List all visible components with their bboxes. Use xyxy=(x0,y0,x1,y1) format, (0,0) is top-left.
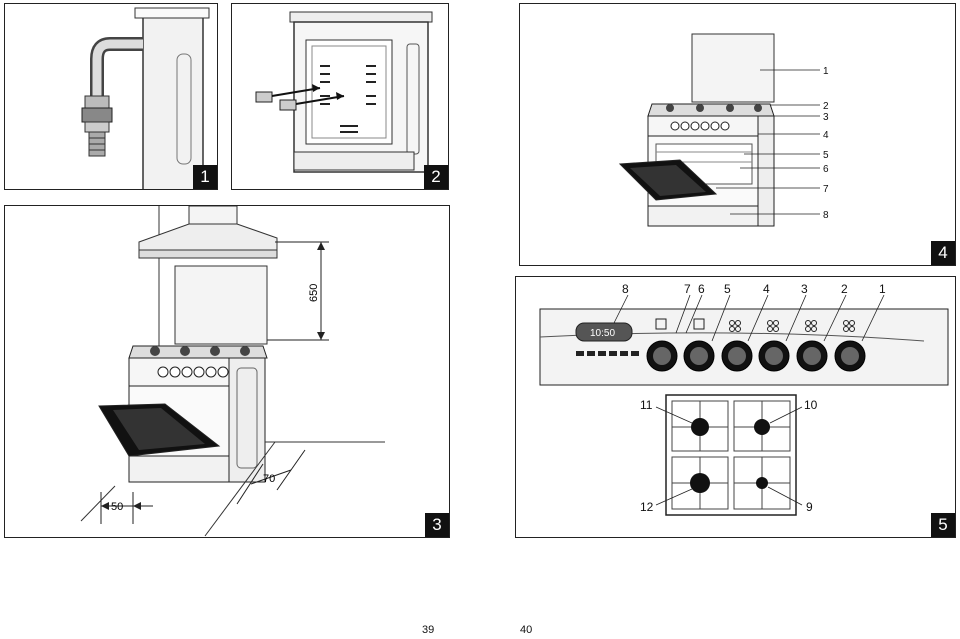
callout-8: 8 xyxy=(823,210,829,221)
figure-2: 2 xyxy=(231,3,449,190)
figure-2-number: 2 xyxy=(424,165,448,189)
page-number-left: 39 xyxy=(422,624,435,636)
burner-callout-9: 9 xyxy=(806,500,813,514)
oven-cavity-installation-illustration xyxy=(255,11,433,173)
callout-5: 5 xyxy=(823,150,829,161)
panel-callout-5: 5 xyxy=(724,282,731,296)
callout-3: 3 xyxy=(823,112,829,123)
dimension-side-label: 50 xyxy=(111,501,123,513)
figure-4-number: 4 xyxy=(931,241,955,265)
figure-5: 10:50 xyxy=(515,276,956,538)
cooker-parts-overview-illustration: 1 2 3 4 5 6 7 8 xyxy=(618,33,829,227)
page-number-right: 40 xyxy=(520,624,533,636)
burner-callout-11: 11 xyxy=(640,398,653,412)
dimension-height-label: 650 xyxy=(308,284,320,302)
dimension-back-label: 70 xyxy=(263,473,275,485)
installation-clearances-illustration: 650 70 50 xyxy=(80,206,385,537)
panel-callout-1: 1 xyxy=(879,282,886,296)
panel-callout-2: 2 xyxy=(841,282,848,296)
callout-6: 6 xyxy=(823,164,829,175)
figure-3: 650 70 50 3 xyxy=(4,205,450,538)
burner-callout-10: 10 xyxy=(804,398,818,412)
gas-pipe-connection-illustration xyxy=(81,7,210,189)
panel-callout-3: 3 xyxy=(801,282,808,296)
figure-5-number: 5 xyxy=(931,513,955,537)
figure-1-number: 1 xyxy=(193,165,217,189)
figure-3-number: 3 xyxy=(425,513,449,537)
panel-callout-8: 8 xyxy=(622,282,629,296)
burner-callout-12: 12 xyxy=(640,500,654,514)
timer-display-text: 10:50 xyxy=(590,328,615,339)
figure-1: 1 xyxy=(4,3,218,190)
callout-7: 7 xyxy=(823,184,829,195)
figure-4: 1 2 3 4 5 6 7 8 4 xyxy=(519,3,956,266)
callout-1: 1 xyxy=(823,66,829,77)
callout-2: 2 xyxy=(823,101,829,112)
panel-callout-6: 6 xyxy=(698,282,705,296)
panel-callout-4: 4 xyxy=(763,282,770,296)
callout-4: 4 xyxy=(823,130,829,141)
panel-callout-7: 7 xyxy=(684,282,691,296)
control-panel-and-hob-illustration: 10:50 xyxy=(539,282,949,516)
